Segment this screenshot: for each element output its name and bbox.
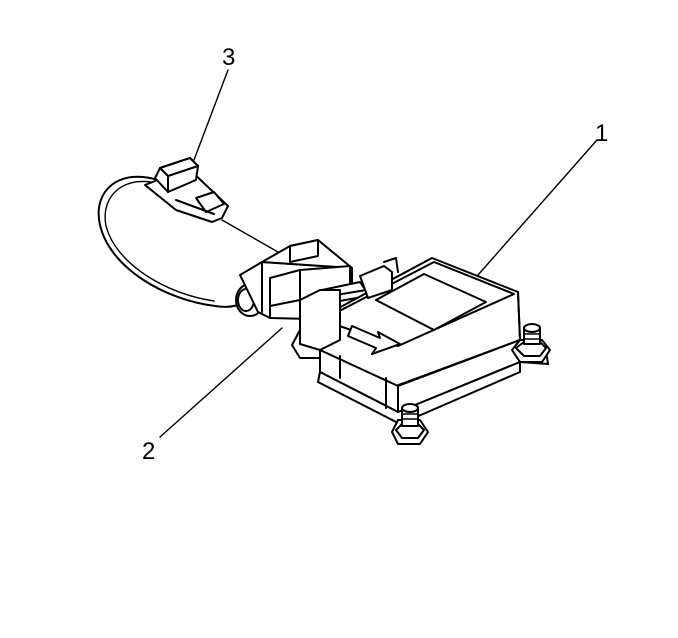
leader-line-2 (159, 327, 283, 438)
wiring-connector (235, 239, 373, 321)
callout-label-1: 1 (595, 120, 609, 147)
leader-line-1 (477, 139, 598, 276)
leader-line-3 (193, 69, 229, 161)
shorting-bar-clip (144, 157, 229, 223)
mounting-nut-right (511, 323, 551, 363)
alignment-line (221, 219, 279, 253)
mounting-nut-front (391, 403, 429, 445)
callout-label-3: 3 (222, 44, 236, 71)
callout-label-2: 2 (142, 438, 156, 465)
shorting-wire (97, 175, 245, 308)
shorting-wire-inner (104, 180, 215, 302)
